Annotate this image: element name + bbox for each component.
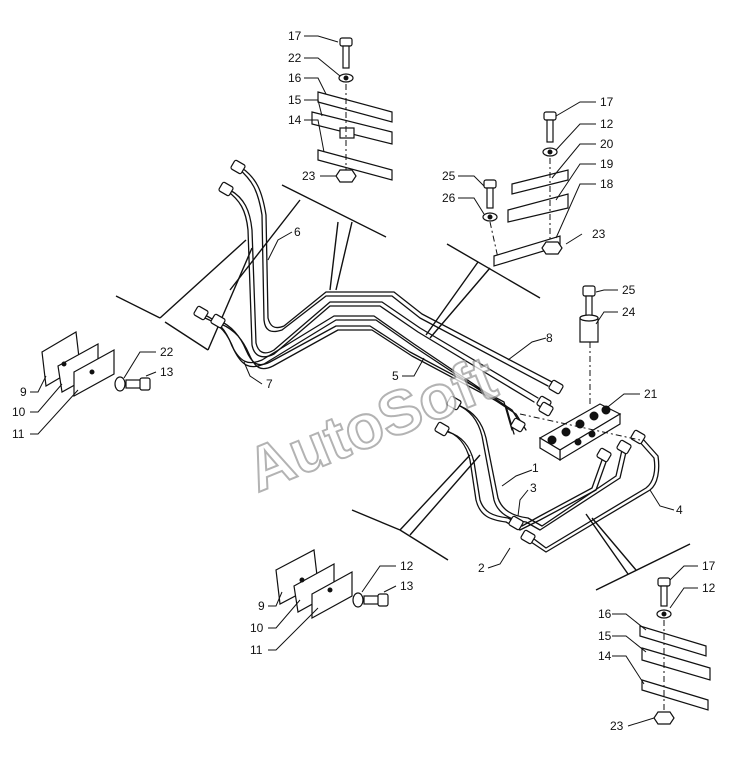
callout-10: 10 [250,621,264,635]
callout-12: 12 [400,559,414,573]
left-clamp [41,331,151,398]
callout-23: 23 [302,169,316,183]
callout-25: 25 [622,283,636,297]
callout-22: 22 [288,51,302,65]
callout-6: 6 [294,225,301,239]
callout-26: 26 [442,191,456,205]
callout-16: 16 [598,607,612,621]
callout-17: 17 [600,95,614,109]
top-right-clamp [482,111,569,267]
callout-13: 13 [160,365,174,379]
callout-4: 4 [676,503,683,517]
callout-12: 12 [600,117,614,131]
callout-17: 17 [702,559,716,573]
callout-5: 5 [392,369,399,383]
callout-16: 16 [288,71,302,85]
callout-11: 11 [12,427,25,441]
callout-labels: 17 22 16 15 14 23 17 12 20 19 18 25 26 2… [12,29,716,733]
callout-21: 21 [644,387,658,401]
callout-9: 9 [20,385,27,399]
callout-14: 14 [288,113,302,127]
callout-14: 14 [598,649,612,663]
watermark: AutoSoft [237,344,505,506]
callout-18: 18 [600,177,614,191]
callout-15: 15 [598,629,612,643]
callout-10: 10 [12,405,26,419]
bottom-right-clamp [639,577,711,725]
callout-17: 17 [288,29,302,43]
callout-12: 12 [702,581,716,595]
callout-3: 3 [530,481,537,495]
callout-19: 19 [600,157,614,171]
section-lines [115,184,691,591]
valve-block [519,342,641,462]
callout-24: 24 [622,305,636,319]
callout-11: 11 [250,643,263,657]
valve-bolt-25 [579,285,599,343]
callout-22: 22 [160,345,174,359]
callout-25: 25 [442,169,456,183]
callout-7: 7 [266,377,273,391]
pipe-fittings [193,159,646,545]
top-center-clamp [311,37,393,183]
callout-23: 23 [592,227,606,241]
callout-20: 20 [600,137,614,151]
callout-15: 15 [288,93,302,107]
callout-1: 1 [532,461,539,475]
callout-2: 2 [478,561,485,575]
pipe-bundle [201,167,660,553]
leader-lines [30,35,698,727]
callout-13: 13 [400,579,414,593]
callout-8: 8 [546,331,553,345]
callout-23: 23 [610,719,624,733]
callout-9: 9 [258,599,265,613]
